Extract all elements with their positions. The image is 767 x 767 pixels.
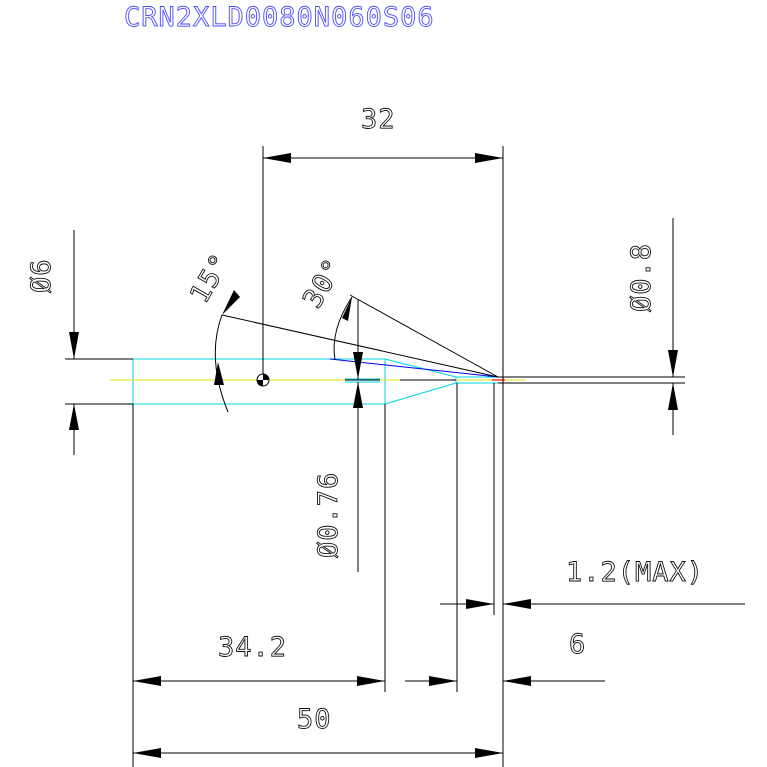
dim-1-2-max: 1.2(MAX) xyxy=(440,383,745,615)
dim-dia08: Ø0.8 xyxy=(498,218,685,435)
dim-30-label: 30° xyxy=(297,253,350,313)
dim-6-label: 6 xyxy=(569,629,586,660)
dim-6: 6 xyxy=(405,629,605,686)
dim-dia6: Ø6 xyxy=(26,230,133,455)
dim-30-deg: 30° xyxy=(297,253,499,378)
dim-34-2-label: 34.2 xyxy=(218,632,287,663)
dim-34-2: 34.2 xyxy=(132,383,458,767)
origin-marker xyxy=(256,373,270,387)
dim-1-2-max-label: 1.2(MAX) xyxy=(566,557,704,588)
dim-dia076-label: Ø0.76 xyxy=(313,472,344,558)
dim-32-label: 32 xyxy=(361,104,396,135)
tool-body-outline xyxy=(132,358,498,405)
dim-32: 32 xyxy=(262,104,504,767)
dim-15-label: 15° xyxy=(184,248,237,308)
drawing-title: CRN2XLD0080N060S06 xyxy=(124,2,435,33)
dim-dia076: Ø0.76 xyxy=(313,300,363,572)
dim-dia08-label: Ø0.8 xyxy=(626,243,657,312)
dim-50-label: 50 xyxy=(297,704,332,735)
dim-dia6-label: Ø6 xyxy=(26,258,57,293)
dim-50: 50 xyxy=(133,704,503,758)
